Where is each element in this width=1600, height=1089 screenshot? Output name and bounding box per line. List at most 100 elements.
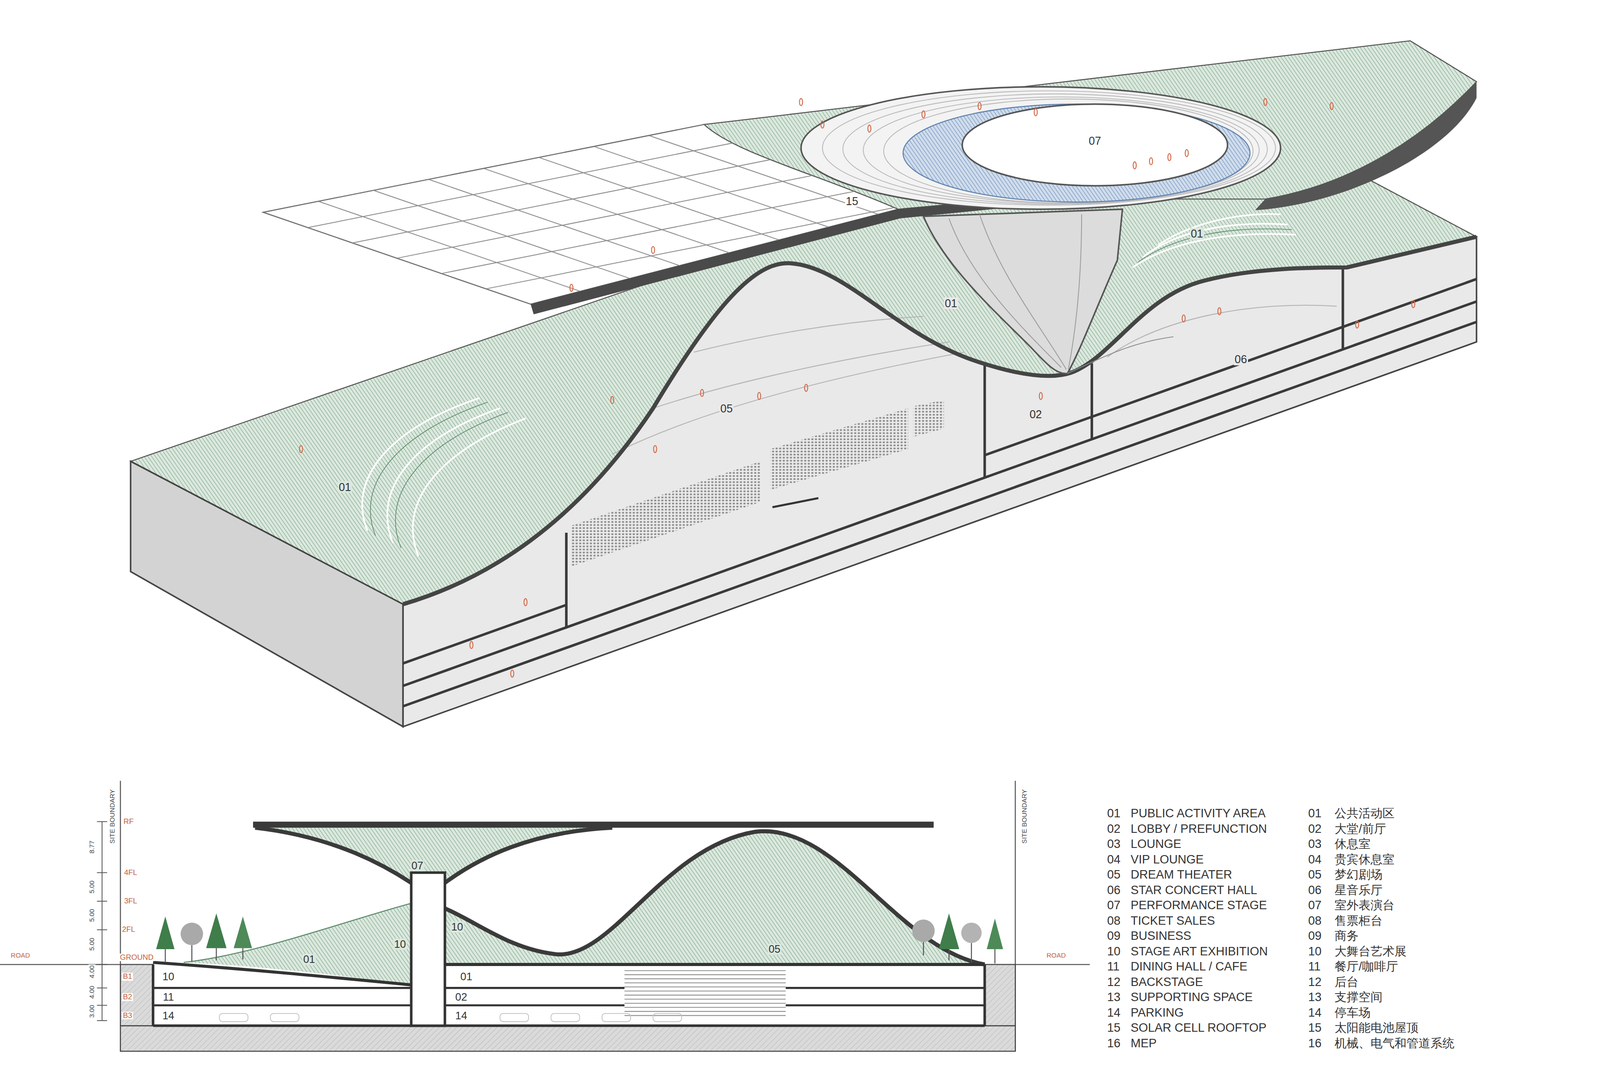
legend-text: MEP <box>1130 1036 1157 1050</box>
tree <box>205 913 227 949</box>
legend-text: 大堂/前厅 <box>1334 822 1387 835</box>
balcony-line <box>693 316 924 352</box>
person-figure <box>1330 102 1334 110</box>
cut-face <box>402 236 1477 727</box>
dimension-label: 4.00 <box>88 984 96 1000</box>
legend-number: 07 <box>1107 898 1121 912</box>
tree <box>164 948 166 963</box>
legend-number: 14 <box>1307 1006 1322 1019</box>
level-label: 3FL <box>123 896 139 905</box>
person-figure <box>653 445 657 453</box>
end-face <box>130 461 403 727</box>
floor-slab <box>153 1003 625 1007</box>
terrace-line <box>412 418 526 557</box>
retaining-wall <box>120 964 154 1026</box>
legend-text: 后台 <box>1334 975 1359 988</box>
amphitheater-bowl <box>883 98 1253 203</box>
legend-number: 02 <box>1107 822 1121 835</box>
floor-line <box>402 267 1477 707</box>
floor-line <box>564 532 568 628</box>
callout-number: 01 <box>459 971 474 983</box>
dimension-label: 5.00 <box>88 936 96 952</box>
tree <box>215 948 217 961</box>
theater-seating <box>624 1015 786 1016</box>
theater-seating <box>624 974 786 976</box>
person-figure <box>470 641 474 649</box>
person-figure <box>821 120 825 128</box>
legend-text: BUSINESS <box>1130 929 1192 942</box>
solar-grid <box>263 36 1413 305</box>
dimension-line <box>96 928 107 930</box>
amphitheater-bowl <box>801 86 1281 210</box>
terrace-line <box>387 408 501 543</box>
callout-number: 01 <box>1189 227 1205 240</box>
funnel <box>1068 214 1082 370</box>
floor-line <box>402 604 567 664</box>
theater-seating <box>624 990 786 992</box>
legend-text: 贵宾休息室 <box>1334 853 1395 866</box>
funnel <box>1067 336 1174 374</box>
person-figure <box>921 110 925 118</box>
funnel <box>979 214 1067 370</box>
person-figure <box>1034 108 1038 116</box>
amphitheater-bowl <box>903 103 1251 202</box>
legend-number: 15 <box>1307 1021 1322 1034</box>
legend-number: 08 <box>1307 914 1322 927</box>
balcony-line <box>652 341 949 408</box>
person-figure <box>978 102 982 110</box>
floor-slab <box>983 964 987 1026</box>
level-label: GROUND <box>118 953 155 962</box>
dimension-label: 4.00 <box>88 963 96 979</box>
dimension-line <box>101 821 103 1021</box>
legend-number: 12 <box>1107 975 1121 988</box>
callout-number: 01 <box>337 481 352 493</box>
legend-number: 08 <box>1107 914 1121 927</box>
legend-text: 商务 <box>1334 929 1359 942</box>
legend-text: 机械、电气和管道系统 <box>1334 1036 1455 1050</box>
person-figure <box>700 389 704 397</box>
funnel <box>923 209 1123 374</box>
legend-text: 星音乐厅 <box>1334 883 1383 897</box>
person-figure <box>804 384 808 392</box>
landscape-hill <box>444 830 985 964</box>
callout-number: 02 <box>1028 408 1043 420</box>
legend-number: 06 <box>1307 883 1322 897</box>
legend-text: 售票柜台 <box>1334 914 1383 927</box>
callout-number: 10 <box>450 920 465 933</box>
hill-shell <box>444 830 985 964</box>
tree <box>912 919 935 942</box>
person-figure <box>1355 320 1359 328</box>
callout-number: 01 <box>302 953 317 965</box>
dimension-label: 5.00 <box>88 879 96 894</box>
seating <box>770 408 909 490</box>
person-figure <box>651 246 655 254</box>
legend-text: PARKING <box>1130 1006 1184 1019</box>
mound-slab <box>153 962 412 985</box>
legend-text: SOLAR CELL ROOFTOP <box>1130 1021 1267 1034</box>
legend-text: LOBBY / PREFUNCTION <box>1130 822 1267 835</box>
callout-number: 05 <box>719 402 734 415</box>
balcony-line <box>612 351 964 455</box>
tree <box>961 922 982 943</box>
terrace-line <box>395 412 509 549</box>
legend-number: 12 <box>1307 975 1322 988</box>
legend-text: 餐厅/咖啡厅 <box>1334 960 1399 973</box>
roof-shell <box>444 827 613 883</box>
amphitheater-bowl <box>801 86 1281 210</box>
dimension-line <box>96 1019 107 1021</box>
dimension-label: 3.00 <box>88 1003 96 1019</box>
legend-number: 04 <box>1107 853 1121 866</box>
person-figure <box>510 669 514 677</box>
theater-seating <box>624 969 786 971</box>
floor-slab <box>785 986 985 989</box>
person-figure <box>799 98 803 106</box>
terrace-line <box>370 402 488 536</box>
legend-text: TICKET SALES <box>1130 914 1215 927</box>
person-figure <box>1149 157 1153 165</box>
legend-number: 01 <box>1307 806 1322 820</box>
tree <box>191 944 193 962</box>
callout-number: 05 <box>767 943 782 955</box>
car <box>270 1013 299 1022</box>
legend-text: 公共活动区 <box>1334 806 1395 820</box>
person-figure <box>1185 149 1189 157</box>
